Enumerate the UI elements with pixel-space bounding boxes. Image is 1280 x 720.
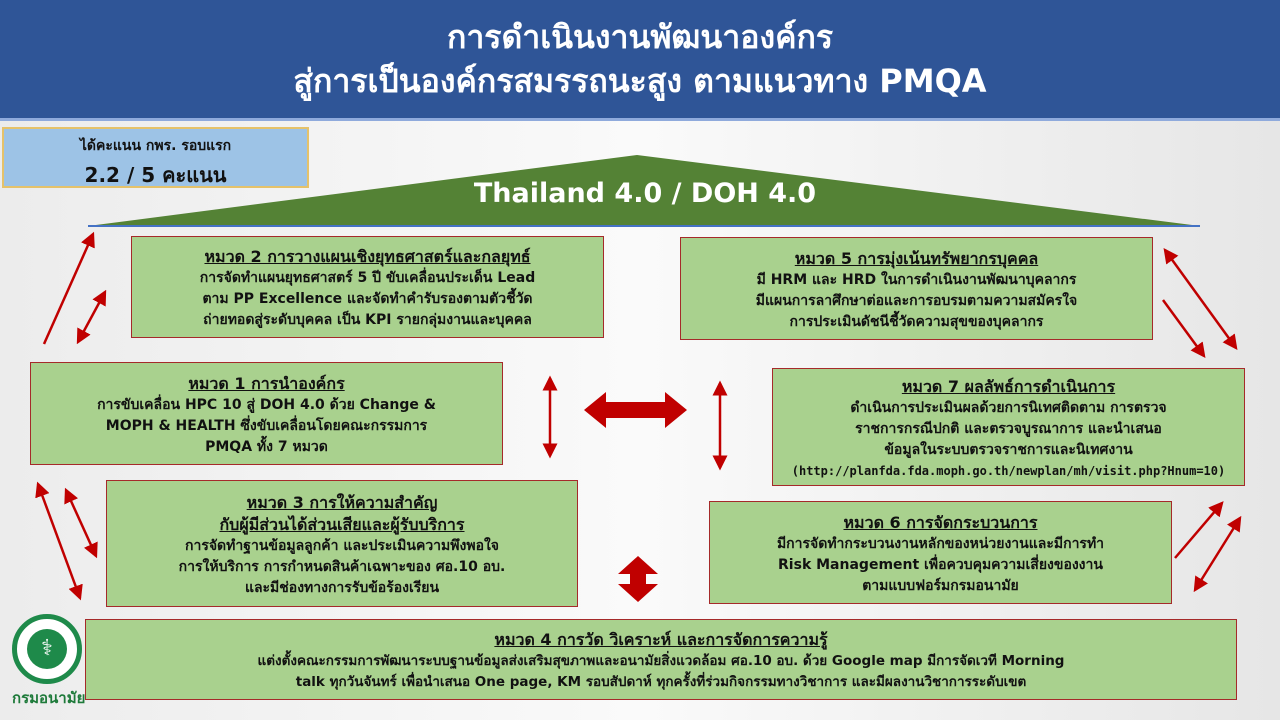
arrow-left-top-inner	[76, 289, 107, 345]
category-3-line: การจัดทำฐานข้อมูลลูกค้า และประเมินความพึ…	[184, 537, 500, 554]
category-4-line: talk ทุกวันจันทร์ เพื่อนำเสนอ One page, …	[295, 674, 1027, 690]
category-7-url: (http://planfda.fda.moph.go.th/newplan/m…	[791, 463, 1226, 478]
score-value: 2.2 / 5 คะแนน	[84, 163, 227, 187]
category-5-line: มี HRM และ HRD ในการดำเนินงานพัฒนาบุคลาก…	[756, 271, 1077, 288]
category-3-line: และมีช่องทางการรับข้อร้องเรียน	[244, 579, 440, 596]
category-3-title: หมวด 3 การให้ความสำคัญ	[246, 492, 438, 512]
category-5-line: การประเมินดัชนีชี้วัดความสุขของบุคลากร	[789, 313, 1044, 330]
arrow-vertical-bold	[618, 556, 658, 602]
category-2-line: ถ่ายทอดสู่ระดับบุคคล เป็น KPI รายกลุ่มงา…	[203, 312, 532, 328]
title-line-2: สู่การเป็นองค์กรสมรรถนะสูง ตามแนวทาง PMQ…	[293, 62, 987, 100]
arrow-horizontal-bold	[584, 392, 687, 428]
category-5-line: มีแผนการลาศึกษาต่อและการอบรมตามความสมัคร…	[755, 292, 1078, 309]
arrow-right-bottom-outer	[1193, 515, 1242, 593]
category-4-title: หมวด 4 การวัด วิเคราะห์ และการจัดการความ…	[494, 630, 828, 649]
category-6-box: หมวด 6 การจัดกระบวนการ มีการจัดทำกระบวนง…	[709, 501, 1172, 604]
category-6-title: หมวด 6 การจัดกระบวนการ	[843, 512, 1038, 532]
category-7-title: หมวด 7 ผลลัพธ์การดำเนินการ	[901, 376, 1116, 396]
arrow-right-top-outer	[1163, 247, 1238, 351]
category-2-line: การจัดทำแผนยุทธศาสตร์ 5 ปี ขับเคลื่อนประ…	[199, 270, 536, 286]
category-5-title: หมวด 5 การมุ่งเน้นทรัพยากรบุคคล	[794, 248, 1039, 268]
roof-triangle	[88, 155, 1200, 226]
category-2-box: หมวด 2 การวางแผนเชิงยุทธศาสตร์และกลยุทธ์…	[131, 236, 604, 338]
category-5-box: หมวด 5 การมุ่งเน้นทรัพยากรบุคคล มี HRM แ…	[680, 237, 1153, 340]
caduceus-icon: ⚕	[27, 629, 67, 669]
roof-label: Thailand 4.0 / DOH 4.0	[473, 178, 817, 209]
category-3-title: กับผู้มีส่วนได้ส่วนเสียและผู้รับบริการ	[219, 514, 465, 534]
category-2-line: ตาม PP Excellence และจัดทำคำรับรองตามตัว…	[202, 291, 533, 307]
title-line-1: การดำเนินงานพัฒนาองค์กร	[446, 18, 834, 56]
category-4-box: หมวด 4 การวัด วิเคราะห์ และการจัดการความ…	[85, 619, 1237, 700]
category-1-line: PMQA ทั้ง 7 หมวด	[205, 438, 328, 455]
score-label: ได้คะแนน กพร. รอบแรก	[79, 138, 232, 154]
category-7-line: ดำเนินการประเมินผลด้วยการนิเทศติดตาม การ…	[850, 399, 1167, 416]
category-1-box: หมวด 1 การนำองค์กร การขับเคลื่อน HPC 10 …	[30, 362, 503, 465]
category-6-line: ตามแบบฟอร์มกรมอนามัย	[862, 577, 1019, 594]
slide-header: การดำเนินงานพัฒนาองค์กร สู่การเป็นองค์กร…	[0, 0, 1280, 121]
ministry-logo: ⚕	[12, 614, 82, 684]
arrow-left-bottom-outer	[35, 481, 83, 601]
logo-text: กรมอนามัย	[12, 689, 86, 707]
category-2-title: หมวด 2 การวางแผนเชิงยุทธศาสตร์และกลยุทธ์	[204, 247, 531, 266]
category-1-line: MOPH & HEALTH ซึ่งขับเคลื่อนโดยคณะกรรมกา…	[105, 417, 428, 434]
category-3-line: การให้บริการ การกำหนดสินค้าเฉพาะของ ศอ.1…	[178, 558, 506, 575]
category-3-box: หมวด 3 การให้ความสำคัญ กับผู้มีส่วนได้ส่…	[106, 480, 578, 607]
category-6-line: Risk Management เพื่อควบคุมความเสี่ยงของ…	[778, 556, 1103, 573]
arrow-left-bottom-inner	[64, 487, 98, 559]
category-4-line: แต่งตั้งคณะกรรมการพัฒนาระบบฐานข้อมูลส่งเ…	[257, 653, 1065, 669]
category-7-line: ข้อมูลในระบบตรวจราชการและนิเทศงาน	[884, 441, 1133, 458]
category-1-title: หมวด 1 การนำองค์กร	[188, 373, 345, 393]
arrow-right-bottom-inner	[1174, 501, 1224, 559]
arrow-right-top-inner	[1161, 299, 1206, 359]
category-7-line: ราชการกรณีปกติ และตรวจบูรณาการ และนำเสนอ	[855, 420, 1162, 437]
category-6-line: มีการจัดทำกระบวนงานหลักของหน่วยงานและมีก…	[776, 535, 1105, 552]
score-box: ได้คะแนน กพร. รอบแรก 2.2 / 5 คะแนน	[2, 127, 309, 188]
category-7-box: หมวด 7 ผลลัพธ์การดำเนินการ ดำเนินการประเ…	[772, 368, 1245, 486]
category-1-line: การขับเคลื่อน HPC 10 สู่ DOH 4.0 ด้วย Ch…	[97, 396, 436, 413]
arrow-left-top-outer	[42, 231, 95, 345]
